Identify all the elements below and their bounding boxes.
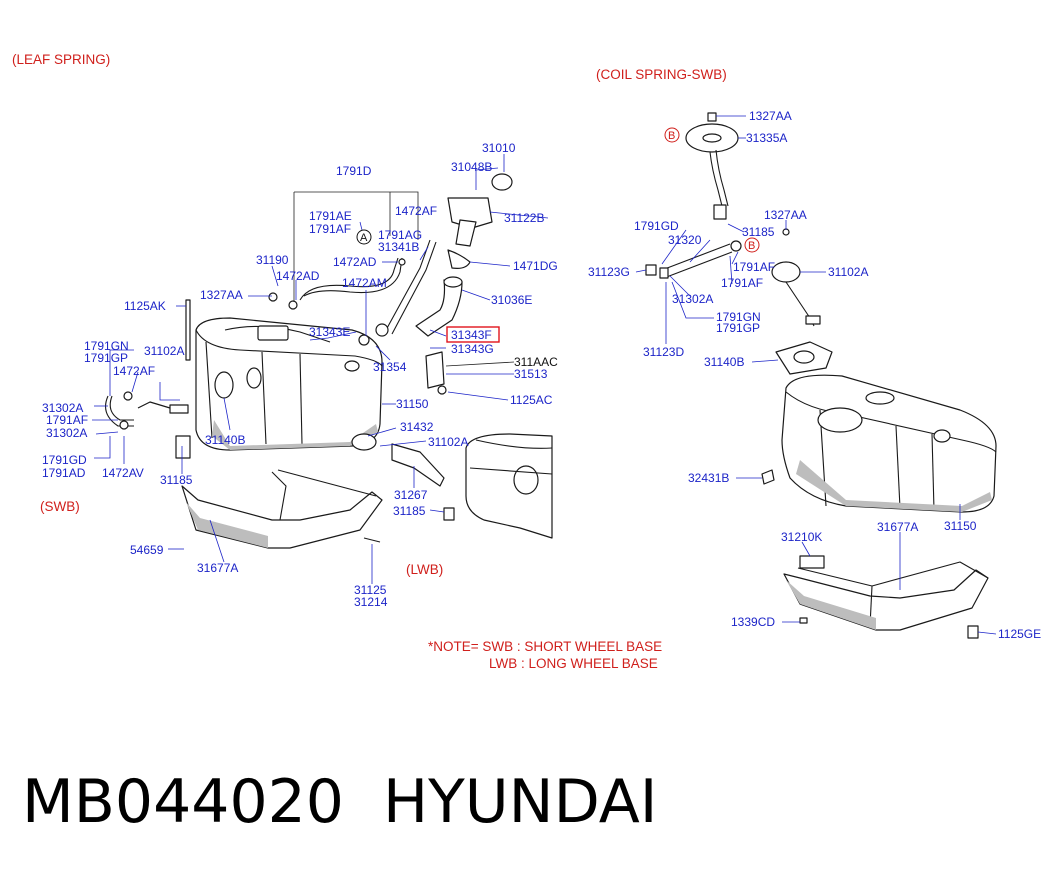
part-label[interactable]: 31102A [428,435,468,449]
part-label[interactable]: 1327AA [764,208,807,222]
part-label[interactable]: 1791GD [634,219,679,233]
model-code: MB044020 [22,767,344,837]
part-label[interactable]: 1472AF [395,204,437,218]
part-label[interactable]: 31150 [944,519,977,533]
part-label[interactable]: 1125AK [124,299,166,313]
section-swb: (SWB) [40,499,80,514]
part-label[interactable]: 1339CD [731,615,775,629]
part-label[interactable]: 1791GP [84,351,128,365]
part-label[interactable]: 31302A [46,426,87,440]
part-label[interactable]: 31343G [451,342,494,356]
part-label[interactable]: 31677A [197,561,238,575]
section-leaf-spring: (LEAF SPRING) [12,52,110,67]
note-line-lwb: LWB : LONG WHEEL BASE [489,656,658,671]
part-label[interactable]: 1125AC [510,393,553,407]
part-label[interactable]: 31122B [504,211,544,225]
marker-b-mid-label: B [748,240,755,252]
part-label[interactable]: 1791AF [721,276,763,290]
part-labels: 31010 31048B 1791D 1472AF 31122B 1791AE … [42,109,1041,641]
part-label[interactable]: 31432 [400,420,434,434]
part-label[interactable]: 31343E [309,325,350,339]
highlight-box [446,326,500,343]
part-label[interactable]: 1791D [336,164,372,178]
part-label[interactable]: 54659 [130,543,164,557]
marker-b-top: B [664,127,680,143]
part-label[interactable]: 32431B [688,471,729,485]
part-label[interactable]: 31335A [746,131,787,145]
part-label[interactable]: 31150 [396,397,429,411]
part-label[interactable]: 1472AV [102,466,144,480]
part-label[interactable]: 31341B [378,240,419,254]
part-label[interactable]: 31010 [482,141,516,155]
part-label[interactable]: 1791AF [733,260,775,274]
part-label[interactable]: 1791AF [309,222,351,236]
part-label[interactable]: 31214 [354,595,388,609]
part-label[interactable]: 1791GN [84,339,129,353]
marker-a-label: A [360,232,368,244]
part-label[interactable]: 31185 [393,504,426,518]
part-label[interactable]: 311AAC [514,355,558,369]
marker-a: A [356,229,372,245]
part-label[interactable]: 31513 [514,367,548,381]
section-lwb: (LWB) [406,562,443,577]
part-label[interactable]: 31190 [256,253,289,267]
part-label[interactable]: 31048B [451,160,492,174]
part-label[interactable]: 31102A [144,344,184,358]
part-label[interactable]: 1472AF [113,364,155,378]
part-label[interactable]: 1327AA [749,109,792,123]
part-label[interactable]: 1791AG [378,228,422,242]
part-label[interactable]: 31267 [394,488,428,502]
part-label[interactable]: 1791GD [42,453,87,467]
part-label[interactable]: 31210K [781,530,822,544]
marker-b-mid: B [744,237,760,253]
brand-name: HYUNDAI [383,767,657,837]
part-label[interactable]: 1472AD [333,255,377,269]
right-fuel-tank-drawing [645,112,997,639]
part-label[interactable]: 31302A [672,292,713,306]
part-label[interactable]: 31123G [588,265,630,279]
part-label[interactable]: 1791AE [309,209,352,223]
part-label[interactable]: 1472AM [342,276,387,290]
part-label[interactable]: 31320 [668,233,702,247]
note-line-swb: *NOTE= SWB : SHORT WHEEL BASE [428,639,662,654]
leader-lines [92,115,997,635]
part-label[interactable]: 31354 [373,360,407,374]
part-label[interactable]: 1791GN [716,310,761,324]
part-label[interactable]: 31185 [160,473,193,487]
left-fuel-tank-drawing [105,173,553,549]
part-label[interactable]: 31140B [704,355,744,369]
part-label[interactable]: 31185 [742,225,775,239]
part-label[interactable]: 31302A [42,401,83,415]
part-label[interactable]: 1791GP [716,321,760,335]
part-label[interactable]: 1472AD [276,269,320,283]
part-label[interactable]: 1327AA [200,288,243,302]
part-label[interactable]: 31140B [205,433,245,447]
part-label[interactable]: 1791AF [46,413,88,427]
part-label[interactable]: 31125 [354,583,387,597]
section-coil-spring-swb: (COIL SPRING-SWB) [596,67,727,82]
marker-b-top-label: B [668,130,675,142]
part-label[interactable]: 1471DG [513,259,558,273]
part-label[interactable]: 31123D [643,345,684,359]
part-label-highlighted[interactable]: 31343F [451,328,492,342]
part-label[interactable]: 1125GE [998,627,1041,641]
part-label[interactable]: 1791AD [42,466,86,480]
part-label[interactable]: 31036E [491,293,532,307]
part-label[interactable]: 31102A [828,265,868,279]
part-label[interactable]: 31677A [877,520,918,534]
